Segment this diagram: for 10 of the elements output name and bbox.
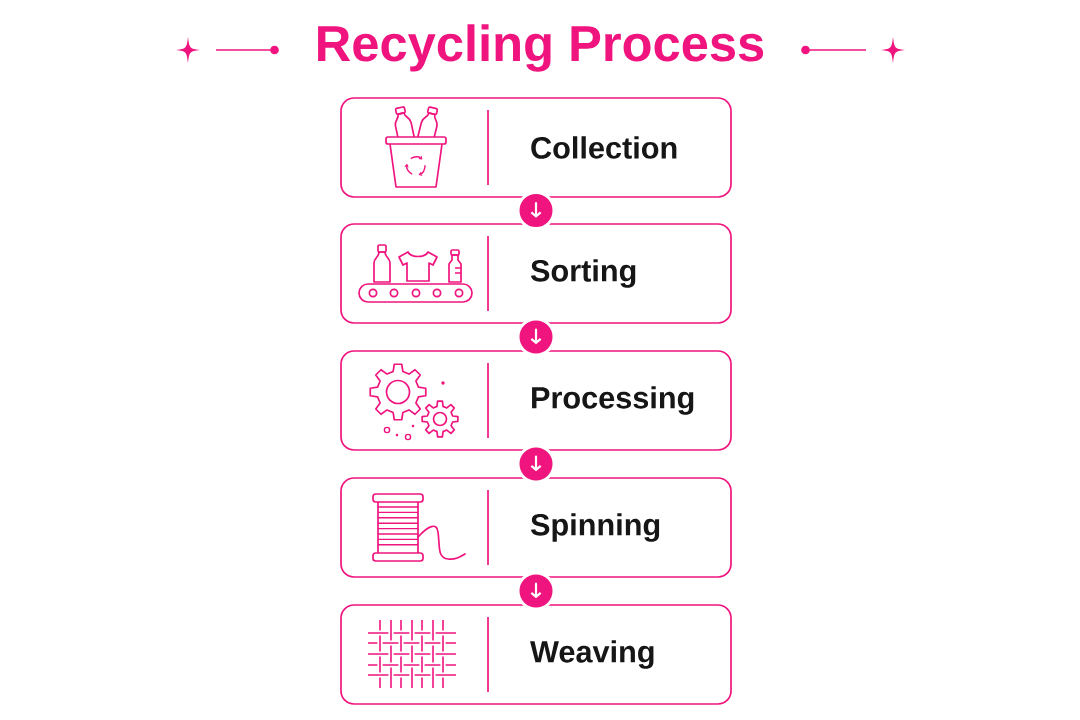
- arrow-circle: [516, 571, 556, 611]
- arrow-circle: [516, 444, 556, 484]
- step-box: Spinning: [340, 477, 732, 578]
- title: Recycling Process: [318, 24, 764, 72]
- step-box: Collection: [340, 97, 732, 198]
- step-box: Weaving: [340, 604, 732, 705]
- step-box: Processing: [340, 350, 732, 451]
- arrow-circle: [516, 317, 556, 357]
- step-box: Sorting: [340, 223, 732, 324]
- arrow-circle: [516, 191, 556, 230]
